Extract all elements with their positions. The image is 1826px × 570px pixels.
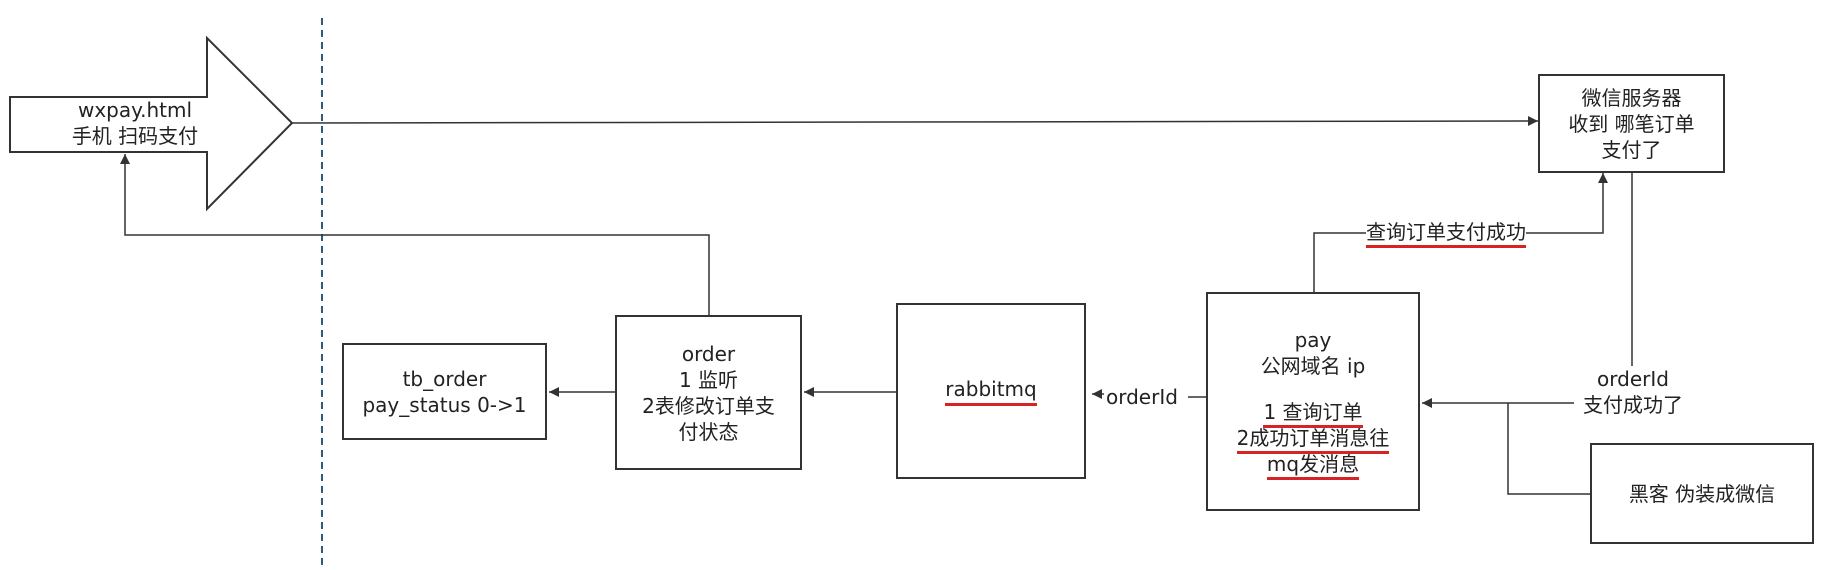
hacker-label: 黑客 伪装成微信 — [1628, 481, 1776, 506]
order-service-title: order — [681, 341, 736, 366]
order-service-line3: 2表修改订单支 — [642, 393, 775, 418]
pay-service-node: pay 公网域名 ip 1 查询订单 2成功订单消息往 mq发消息 — [1206, 292, 1420, 511]
pay-service-step2: 2成功订单消息往 — [1236, 425, 1390, 454]
edge-wxpay-to-wechat — [291, 116, 1539, 127]
wechat-server-line2: 收到 哪笔订单 — [1568, 111, 1695, 136]
tb-order-node: tb_order pay_status 0->1 — [342, 343, 547, 440]
wxpay-label: wxpay.html 手机 扫码支付 — [70, 97, 200, 149]
wechat-server-node: 微信服务器 收到 哪笔订单 支付了 — [1538, 74, 1725, 173]
wxpay-subtitle: 手机 扫码支付 — [71, 124, 199, 148]
pay-service-domain: 公网域名 ip — [1260, 353, 1366, 378]
rabbitmq-label: rabbitmq — [945, 376, 1037, 406]
wxpay-block-arrow — [9, 35, 294, 212]
tb-order-field: pay_status 0->1 — [362, 392, 527, 417]
order-service-line4: 付状态 — [678, 419, 739, 444]
edge-order-to-wxpay — [120, 154, 710, 315]
rabbitmq-node: rabbitmq — [896, 303, 1086, 479]
edge-label-query-success-text: 查询订单支付成功 — [1366, 220, 1526, 248]
pay-service-title: pay — [1294, 327, 1332, 352]
edge-label-wechat-notify: orderId 支付成功了 — [1574, 366, 1692, 418]
hacker-node: 黑客 伪装成微信 — [1590, 443, 1814, 544]
tb-order-title: tb_order — [402, 366, 487, 391]
edge-label-wechat-notify-status: 支付成功了 — [1583, 393, 1683, 417]
edge-label-wechat-notify-id: orderId — [1597, 367, 1669, 391]
pay-service-step2-cont: mq发消息 — [1266, 451, 1360, 480]
order-service-node: order 1 监听 2表修改订单支 付状态 — [615, 315, 802, 470]
wxpay-title: wxpay.html — [77, 98, 193, 122]
wechat-server-title: 微信服务器 — [1581, 85, 1682, 110]
order-service-line2: 1 监听 — [678, 367, 739, 392]
edge-hacker-to-pay — [1507, 403, 1590, 495]
edge-label-order-id: orderId — [1106, 384, 1178, 410]
pay-service-step1: 1 查询订单 — [1263, 399, 1363, 428]
edge-label-query-success: 查询订单支付成功 — [1366, 219, 1526, 248]
wechat-server-line3: 支付了 — [1601, 137, 1662, 162]
